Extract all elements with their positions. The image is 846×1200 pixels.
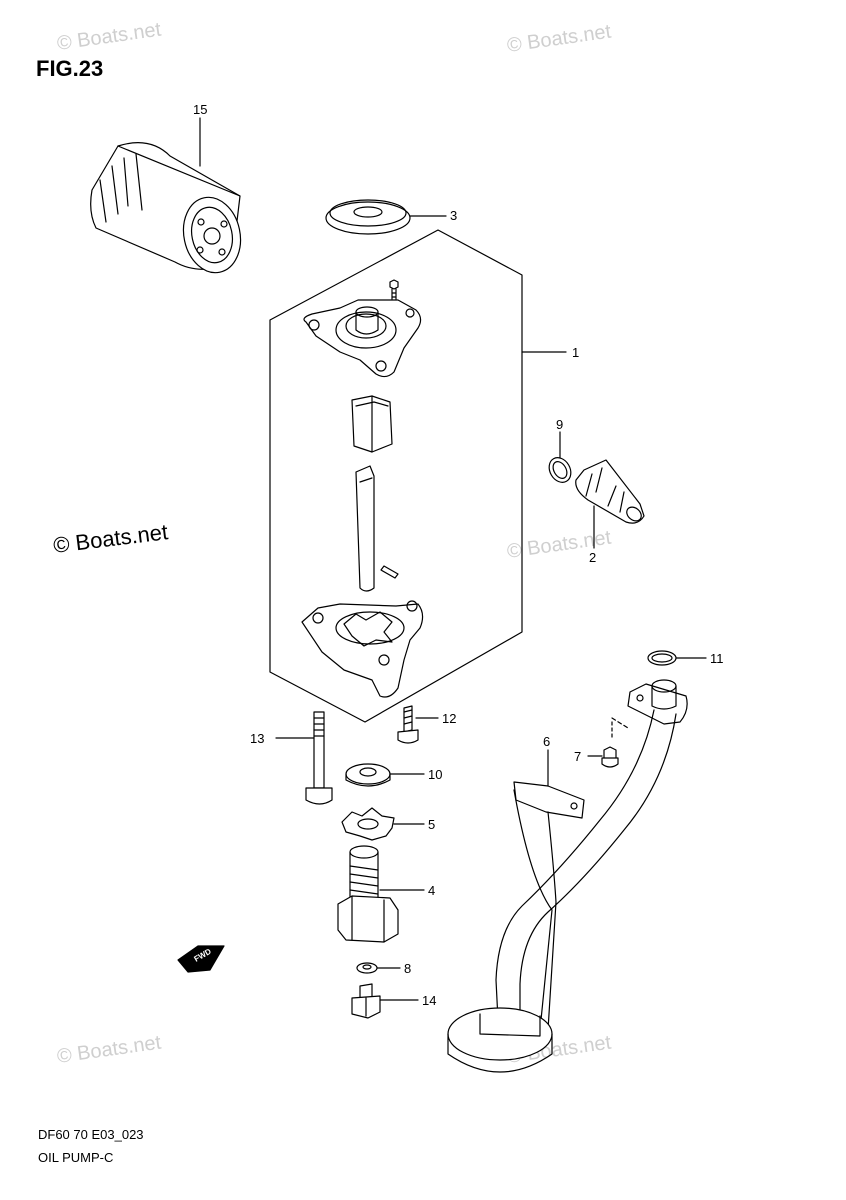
callout-6: 6 — [543, 734, 550, 749]
leader-lines — [199, 117, 707, 1001]
relief-valve-part-2 — [575, 459, 645, 524]
o-ring-part-9 — [548, 457, 572, 483]
callout-11: 11 — [710, 651, 724, 666]
callout-2: 2 — [589, 550, 596, 565]
o-ring-part-11 — [647, 650, 677, 666]
o-ring-part-3 — [325, 199, 411, 235]
callout-5: 5 — [428, 817, 435, 832]
watermark-top-left: © Boats.net — [56, 19, 163, 55]
bolt-part-13 — [305, 711, 333, 805]
callout-13: 13 — [250, 731, 264, 746]
callout-10: 10 — [428, 767, 442, 782]
callout-1: 1 — [572, 345, 579, 360]
callout-7: 7 — [574, 749, 581, 764]
oil-pump-assembly-part-1 — [269, 229, 523, 723]
bolt-part-14 — [351, 983, 381, 1019]
union-bolt-part-4 — [337, 845, 399, 943]
figure-code: DF60 70 E03_023 — [38, 1127, 144, 1142]
washer-part-8 — [356, 962, 378, 974]
oil-filter-part-15 — [90, 142, 242, 274]
watermark-top-right: © Boats.net — [506, 21, 613, 57]
figure-title: FIG.23 — [36, 56, 104, 81]
callout-labels: 15 3 1 9 2 11 6 7 12 13 10 5 4 8 14 — [193, 102, 724, 1008]
callout-3: 3 — [450, 208, 457, 223]
callout-9: 9 — [556, 417, 563, 432]
callout-4: 4 — [428, 883, 435, 898]
washer-part-10 — [345, 763, 391, 787]
watermark-bottom-left: © Boats.net — [56, 1032, 163, 1068]
callout-8: 8 — [404, 961, 411, 976]
bolt-part-12 — [397, 705, 419, 744]
lock-washer-part-5 — [341, 807, 395, 841]
callout-15: 15 — [193, 102, 207, 117]
callout-14: 14 — [422, 993, 436, 1008]
figure-name: OIL PUMP-C — [38, 1150, 114, 1165]
oil-strainer-assembly — [447, 679, 688, 1073]
callout-12: 12 — [442, 711, 456, 726]
forward-arrow-icon: FWD — [177, 945, 225, 973]
